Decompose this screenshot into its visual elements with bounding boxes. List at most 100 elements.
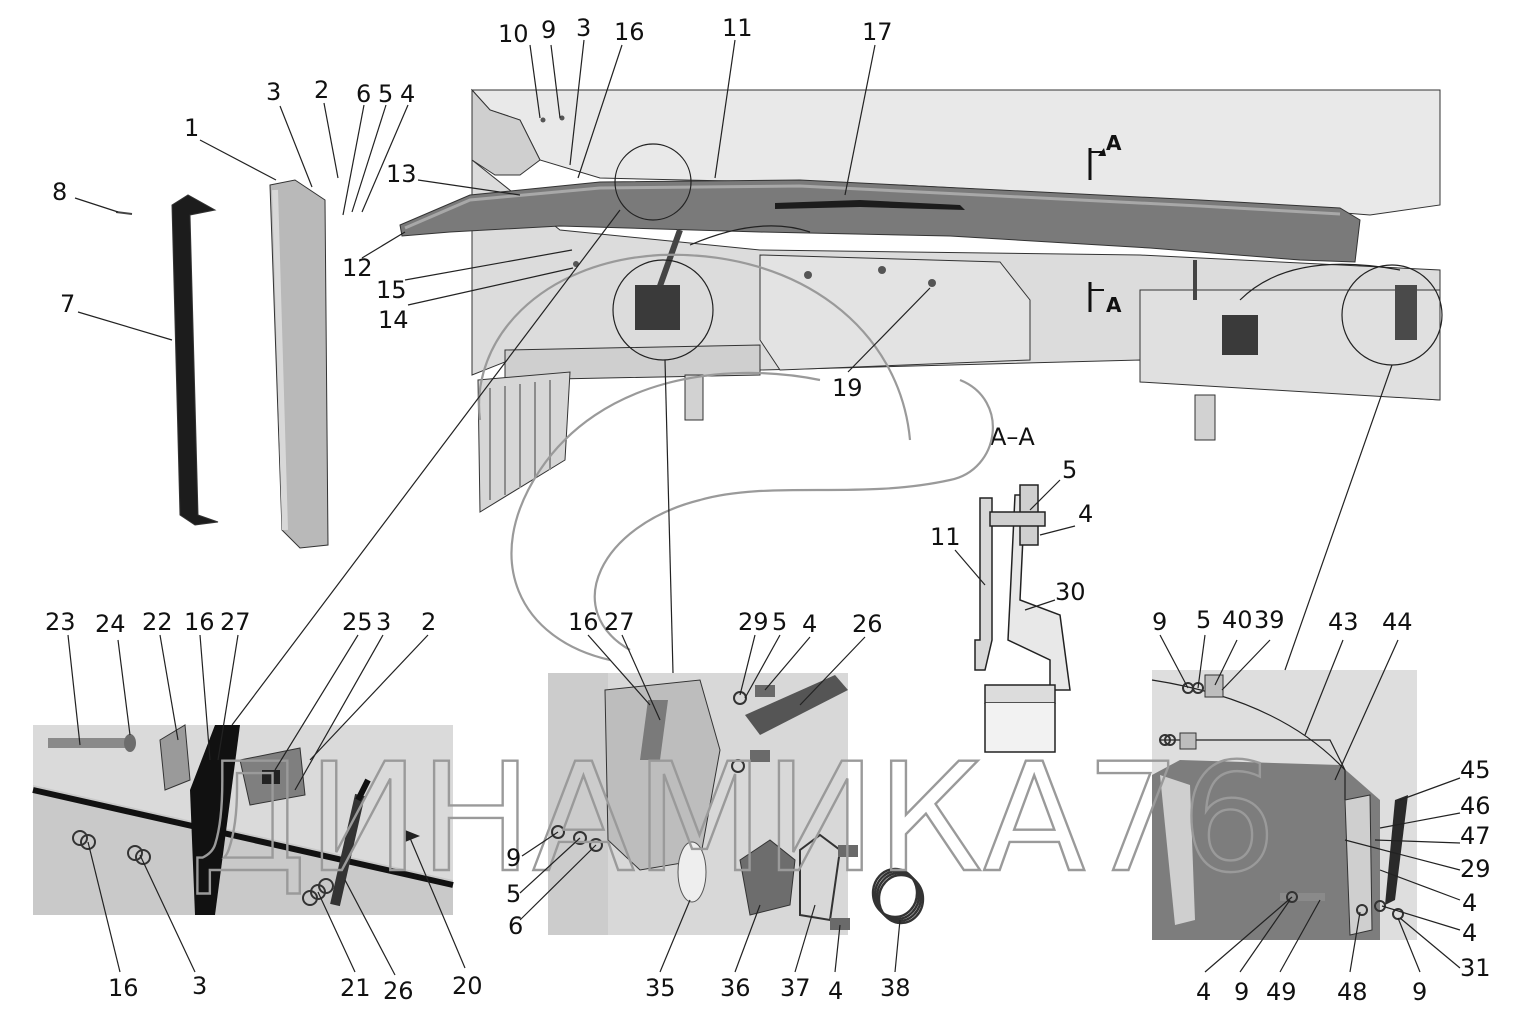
callout: 29 bbox=[738, 608, 769, 636]
callout: 3 bbox=[266, 78, 281, 106]
callout: 48 bbox=[1337, 978, 1368, 1006]
section-marker-top: A bbox=[1088, 131, 1122, 180]
callout: 22 bbox=[142, 608, 173, 636]
callouts-main: 10 9 3 16 11 17 3 2 6 5 4 1 13 8 12 15 1… bbox=[52, 14, 893, 402]
callout: 2 bbox=[314, 76, 329, 104]
callout: 4 bbox=[1462, 889, 1477, 917]
left-cable bbox=[689, 225, 811, 246]
detail-left-washers bbox=[72, 830, 334, 906]
hinge-leaf bbox=[640, 700, 668, 760]
bolt-49 bbox=[1280, 893, 1325, 901]
callout: 2 bbox=[421, 608, 436, 636]
callout: 25 bbox=[342, 608, 373, 636]
callout: 6 bbox=[508, 912, 523, 940]
callout: 7 bbox=[60, 290, 75, 318]
callout: 21 bbox=[340, 974, 371, 1002]
lock-45 bbox=[1385, 795, 1408, 905]
section-bolt bbox=[989, 511, 1046, 527]
callout: 4 bbox=[1078, 500, 1093, 528]
section-base bbox=[984, 703, 1056, 753]
detail-left-edge-line bbox=[32, 787, 454, 888]
watermark: ДИНАМИКА76 bbox=[189, 253, 1278, 907]
callout: 9 bbox=[1412, 978, 1427, 1006]
right-hinge-block bbox=[1222, 315, 1258, 355]
callout: 1 bbox=[184, 114, 199, 142]
callout: 43 bbox=[1328, 608, 1359, 636]
callout: 3 bbox=[576, 14, 591, 42]
seal-27 bbox=[190, 725, 240, 915]
callout: 49 bbox=[1266, 978, 1297, 1006]
callout: 5 bbox=[1062, 456, 1077, 484]
detail-center-washers bbox=[551, 691, 747, 852]
callout: 19 bbox=[832, 374, 863, 402]
callout: 23 bbox=[45, 608, 76, 636]
spring-38 bbox=[871, 867, 925, 925]
callout: 5 bbox=[1196, 606, 1211, 634]
callout: 35 bbox=[645, 974, 676, 1002]
central-box bbox=[759, 254, 1031, 371]
callout: 16 bbox=[108, 974, 139, 1002]
bolt-4-center-3 bbox=[838, 845, 858, 857]
detail-left-lower-face bbox=[33, 785, 453, 915]
callout: 40 bbox=[1222, 606, 1253, 634]
right-cable bbox=[1239, 263, 1401, 301]
callout: 27 bbox=[604, 608, 635, 636]
watermark-text: ДИНАМИКА76 bbox=[190, 732, 1276, 906]
callout: 27 bbox=[220, 608, 251, 636]
callout: 36 bbox=[720, 974, 751, 1002]
fairing-highlight bbox=[404, 184, 1341, 230]
side-trim-parts bbox=[115, 179, 329, 549]
callout: 44 bbox=[1382, 608, 1413, 636]
washer-24 bbox=[124, 734, 136, 752]
right-bracket bbox=[1194, 394, 1216, 441]
callout: 26 bbox=[852, 610, 883, 638]
callout: 9 bbox=[506, 844, 521, 872]
section-bracket-30 bbox=[1007, 494, 1071, 691]
callouts-detail-center: 16 27 29 5 4 26 9 5 6 35 36 37 4 38 bbox=[506, 608, 911, 1005]
screw-8 bbox=[115, 211, 133, 215]
watermark-swirl bbox=[477, 253, 994, 662]
callout: 37 bbox=[780, 974, 811, 1002]
callout: 4 bbox=[400, 80, 415, 108]
bolt-4-center-2 bbox=[750, 750, 770, 762]
callout: 24 bbox=[95, 610, 126, 638]
callout: 3 bbox=[192, 972, 207, 1000]
callout: 16 bbox=[614, 18, 645, 46]
callout: 16 bbox=[568, 608, 599, 636]
detail-right-washers bbox=[1159, 682, 1404, 920]
callout: 10 bbox=[498, 20, 529, 48]
detail-circle-left bbox=[612, 259, 714, 361]
right-shelf bbox=[1139, 289, 1441, 401]
bracket-25-hole bbox=[262, 770, 280, 784]
callout: 17 bbox=[862, 18, 893, 46]
cable-44 bbox=[1160, 739, 1346, 771]
bolt-4-center-1 bbox=[755, 685, 775, 697]
section-letter-bottom: A bbox=[1106, 293, 1122, 317]
callouts-detail-left: 23 24 22 16 27 25 3 2 16 3 21 26 20 bbox=[45, 608, 483, 1005]
detail-center-side bbox=[548, 673, 608, 935]
bracket-36 bbox=[739, 839, 796, 916]
leader-lines bbox=[67, 39, 1461, 976]
fairing-slot bbox=[775, 200, 965, 210]
left-shelf bbox=[504, 344, 761, 381]
callout: 9 bbox=[541, 16, 556, 44]
pointer-20 bbox=[405, 830, 420, 842]
callout: 13 bbox=[386, 160, 417, 188]
section-title: A–A bbox=[990, 423, 1035, 451]
section-letter-top: A bbox=[1106, 131, 1122, 155]
callout: 26 bbox=[383, 977, 414, 1005]
detail-circle-top bbox=[614, 143, 692, 221]
callout: 11 bbox=[930, 523, 961, 551]
callout: 46 bbox=[1460, 792, 1491, 820]
long-bolt-23 bbox=[48, 738, 126, 748]
detail-right bbox=[1151, 670, 1417, 940]
detail-center bbox=[548, 673, 925, 935]
plug-35 bbox=[677, 841, 707, 903]
cable-43 bbox=[1151, 679, 1346, 800]
callout: 5 bbox=[378, 80, 393, 108]
section-seal bbox=[984, 684, 1056, 704]
callout: 4 bbox=[828, 977, 843, 1005]
callout: 12 bbox=[342, 254, 373, 282]
